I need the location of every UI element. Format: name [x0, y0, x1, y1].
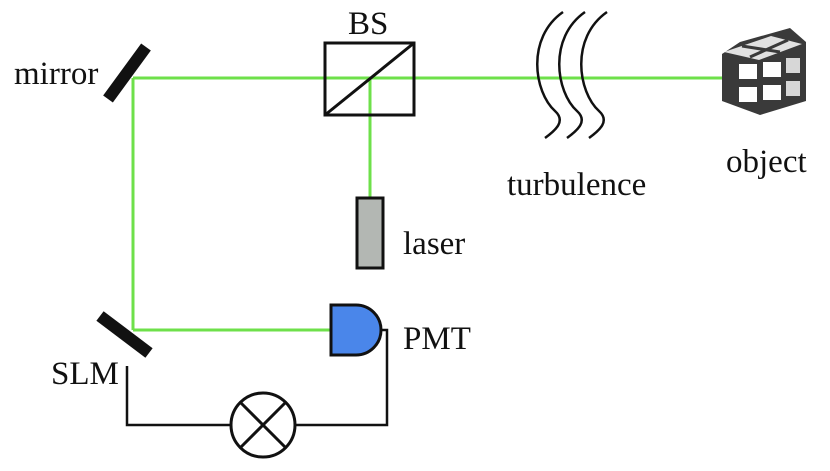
cube-face-6	[786, 81, 800, 96]
laser-label: laser	[403, 226, 465, 262]
cube-face-3	[739, 87, 757, 102]
turbulence-wave-1	[536, 10, 564, 140]
beam-splitter-diagonal	[324, 41, 415, 117]
lamp-symbol	[229, 391, 297, 459]
turbulence-wave-3	[580, 10, 608, 140]
slm-element	[96, 311, 153, 358]
turbulence-label: turbulence	[507, 167, 646, 203]
cube-face-2	[763, 62, 781, 77]
turbulence-wave-2	[558, 10, 586, 140]
cube-top-divider-2	[749, 38, 789, 59]
turbulence-waves	[536, 10, 608, 140]
mirror-element	[103, 43, 151, 103]
laser-body	[355, 196, 385, 270]
cube-face-5	[786, 58, 800, 73]
circuit-wire	[125, 328, 389, 427]
slm-label: SLM	[51, 356, 119, 392]
cube-top-divider-1	[741, 44, 781, 54]
circuit-wires	[125, 328, 389, 427]
lamp-cross-2	[238, 400, 288, 450]
laser-beams	[131, 76, 722, 332]
bs-label: BS	[348, 6, 388, 42]
object-cube	[722, 28, 806, 115]
mirror-label: mirror	[14, 56, 98, 92]
pmt-detector	[329, 303, 383, 357]
lamp-circle	[229, 391, 297, 459]
cube-face-1	[739, 64, 757, 79]
cube-face-4	[763, 85, 781, 100]
beam-splitter	[323, 41, 416, 117]
object-label: object	[726, 144, 807, 180]
pmt-label: PMT	[403, 321, 471, 357]
beam-splitter-box	[323, 41, 416, 117]
